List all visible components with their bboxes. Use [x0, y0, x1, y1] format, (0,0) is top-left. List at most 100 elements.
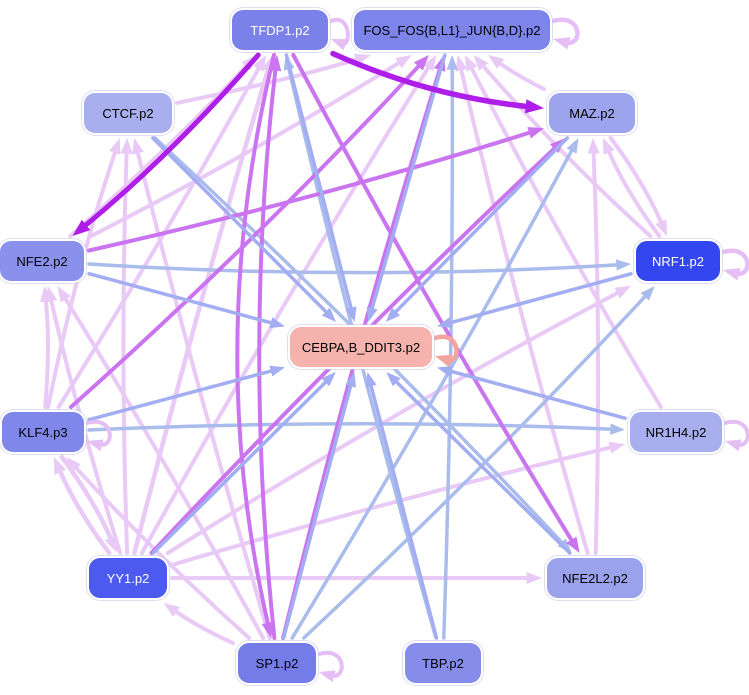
node-label: CEBPA,B_DDIT3.p2 — [301, 339, 421, 355]
node-sp1[interactable]: SP1.p2 — [238, 643, 316, 683]
arrowhead-TFDP1-NFE2L2 — [566, 536, 580, 553]
edge-YY1-TFDP1 — [132, 65, 271, 556]
edge-TFDP1-NFE2L2 — [291, 53, 575, 545]
edge-YY1-NR1H4 — [170, 444, 615, 567]
self-loop-arrowhead-SP1 — [319, 670, 336, 683]
node-tbp[interactable]: TBP.p2 — [405, 643, 481, 683]
self-loop-arrowhead-KLF4 — [87, 439, 104, 452]
self-loop-arrowhead-TFDP1 — [331, 39, 348, 51]
arrowhead-YY1-KLF4 — [53, 457, 67, 475]
node-cebpa[interactable]: CEBPA,B_DDIT3.p2 — [290, 327, 432, 367]
arrowhead-SP1-NRF1 — [640, 286, 655, 301]
arrowhead-NFE2L2-CEBPA — [386, 372, 401, 387]
node-label: CTCF.p2 — [102, 105, 154, 121]
edge-MAZ-NRF1 — [608, 136, 665, 227]
node-label: TFDP1.p2 — [250, 22, 310, 38]
arrowhead-TFDP1-CEBPA — [345, 306, 357, 322]
node-nfe2l2[interactable]: NFE2L2.p2 — [547, 558, 643, 598]
self-loop-arrowhead-FOS — [553, 37, 571, 50]
edge-SP1-CTCF — [135, 148, 272, 640]
arrowhead-FOS-CEBPA — [366, 306, 378, 322]
arrowhead-KLF4-NFE2 — [40, 286, 52, 303]
edge-SP1-KLF4 — [72, 464, 252, 640]
arrowhead-TFDP1-MAZ — [524, 99, 544, 114]
node-tfdp1[interactable]: TFDP1.p2 — [232, 10, 328, 50]
arrowhead-TBP-FOS — [446, 55, 458, 70]
arrowhead-SP1-KLF4 — [66, 457, 81, 473]
edge-NFE2-TFDP1 — [68, 62, 251, 238]
arrowhead-SP1-TFDP1 — [269, 55, 282, 72]
arrowhead-KLF4-NR1H4 — [610, 423, 625, 435]
self-loop-NRF1 — [720, 248, 749, 276]
self-loop-FOS — [550, 17, 580, 45]
node-label: NFE2.p2 — [16, 253, 68, 269]
node-ctcf[interactable]: CTCF.p2 — [84, 93, 172, 133]
arrowhead-SP1-NFE2 — [57, 286, 71, 303]
arrowhead-SP1-CEBPA — [345, 372, 356, 388]
self-loop-KLF4 — [85, 419, 112, 447]
arrowhead-MAZ-NRF1 — [655, 219, 668, 236]
self-loop-SP1 — [317, 650, 344, 678]
edge-YY1-NRF1 — [165, 289, 622, 555]
edge-SP1-NRF1 — [302, 292, 649, 640]
edge-TBP-CEBPA — [368, 381, 439, 640]
arrowhead-YY1-NR1H4 — [608, 441, 625, 454]
arrowhead-KLF4-TFDP1 — [253, 55, 267, 72]
node-yy1[interactable]: YY1.p2 — [89, 558, 167, 598]
edge-YY1-CEBPA — [151, 378, 330, 555]
edge-SP1-TFDP1 — [257, 65, 278, 640]
arrowhead-MAZ-FOS — [487, 55, 505, 69]
arrowhead-YY1-NRF1 — [614, 285, 631, 299]
node-nrf1[interactable]: NRF1.p2 — [636, 241, 720, 281]
edge-KLF4-YY1 — [59, 454, 115, 544]
edge-KLF4-CEBPA — [87, 368, 276, 422]
edge-TBP-FOS — [442, 64, 455, 640]
edge-KLF4-NFE2 — [43, 296, 50, 409]
self-loop-NR1H4 — [723, 419, 749, 447]
edge-NFE2-NRF1 — [87, 262, 622, 275]
edge-TFDP1-SP1 — [235, 53, 276, 628]
arrowhead-NFE2-CEBPA — [269, 317, 285, 329]
edge-SP1-MAZ — [290, 146, 575, 640]
node-label: SP1.p2 — [255, 655, 299, 671]
arrowhead-SP1-MAZ — [566, 138, 579, 154]
arrowhead-SP1-CTCF — [132, 138, 144, 155]
edge-YY1-FOS — [139, 63, 432, 555]
edge-NFE2-MAZ — [87, 129, 535, 253]
node-label: MAZ.p2 — [569, 105, 615, 121]
arrowhead-NRF1-MAZ — [602, 138, 615, 155]
arrowhead-SP1-YY1 — [163, 603, 180, 617]
arrowhead-NRF1-FOS — [473, 55, 489, 71]
edge-NRF1-FOS — [479, 62, 653, 238]
node-nfe2[interactable]: NFE2.p2 — [0, 241, 84, 281]
edge-NFE2-CEBPA — [87, 271, 276, 326]
arrowhead-NFE2-FOS — [395, 55, 412, 69]
node-label: NR1H4.p2 — [645, 424, 707, 440]
arrowhead-CTCF-CEBPA — [321, 307, 337, 322]
edge-MAZ-CEBPA — [392, 136, 570, 316]
edge-KLF4-NR1H4 — [87, 422, 616, 432]
arrowhead-NFE2L2-FOS — [455, 55, 468, 72]
arrowhead-YY1-CTCF — [120, 138, 133, 154]
node-fos[interactable]: FOS_FOS{B,L1}_JUN{B,D}.p2 — [354, 10, 550, 50]
node-maz[interactable]: MAZ.p2 — [549, 93, 635, 133]
arrowhead-NR1H4-CEBPA — [437, 365, 453, 377]
arrowhead-TFDP1-NFE2 — [72, 219, 91, 236]
arrowhead-NFE2-MAZ — [527, 127, 544, 139]
arrowhead-NRF1-CEBPA — [437, 317, 453, 328]
self-loop-arrowhead-NRF1 — [723, 268, 741, 281]
node-label: NFE2L2.p2 — [562, 570, 628, 586]
edge-CTCF-CEBPA — [151, 136, 330, 316]
edge-NRF1-MAZ — [605, 147, 662, 238]
edge-MAZ-FOS — [496, 60, 546, 92]
arrowhead-NFE2L2-MAZ — [587, 138, 600, 154]
edge-YY1-CTCF — [121, 148, 130, 555]
edge-NRF1-CEBPA — [446, 272, 633, 326]
node-nr1h4[interactable]: NR1H4.p2 — [630, 412, 722, 452]
arrowhead-YY1-NFE2L2 — [526, 572, 542, 584]
edge-TFDP1-MAZ — [330, 50, 533, 110]
node-klf4[interactable]: KLF4.p3 — [2, 412, 84, 452]
edge-CTCF-FOS — [175, 56, 361, 105]
arrowhead-NFE2-NRF1 — [616, 259, 631, 271]
